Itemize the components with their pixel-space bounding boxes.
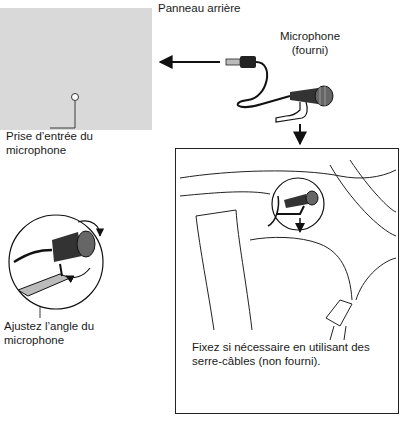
rear-panel-box: Panneau arrière bbox=[0, 8, 152, 130]
panel-title: Panneau arrière bbox=[158, 2, 248, 16]
down-arrow bbox=[299, 124, 301, 144]
leader-line bbox=[75, 101, 76, 128]
angle-label: Ajustez l’angle du microphone bbox=[4, 320, 124, 348]
jack-label: Prise d’entrée du microphone bbox=[6, 130, 116, 158]
instruction-note: Fixez si nécessaire en utilisant des ser… bbox=[192, 341, 382, 369]
leader-line bbox=[40, 306, 41, 318]
mounted-microphone bbox=[268, 191, 318, 232]
zoom-circle bbox=[272, 178, 324, 230]
rear-panel bbox=[0, 8, 152, 130]
mic-jack bbox=[72, 94, 79, 101]
dashboard bbox=[180, 160, 396, 340]
microphone bbox=[226, 56, 333, 122]
inset-circle bbox=[9, 215, 103, 309]
install-box: Fixez si nécessaire en utilisant des ser… bbox=[175, 148, 399, 414]
microphone-label: Microphone (fourni) bbox=[272, 30, 348, 58]
angle-adjust-microphone bbox=[14, 221, 100, 296]
insert-arrow bbox=[160, 61, 220, 63]
leader-line bbox=[50, 128, 75, 129]
